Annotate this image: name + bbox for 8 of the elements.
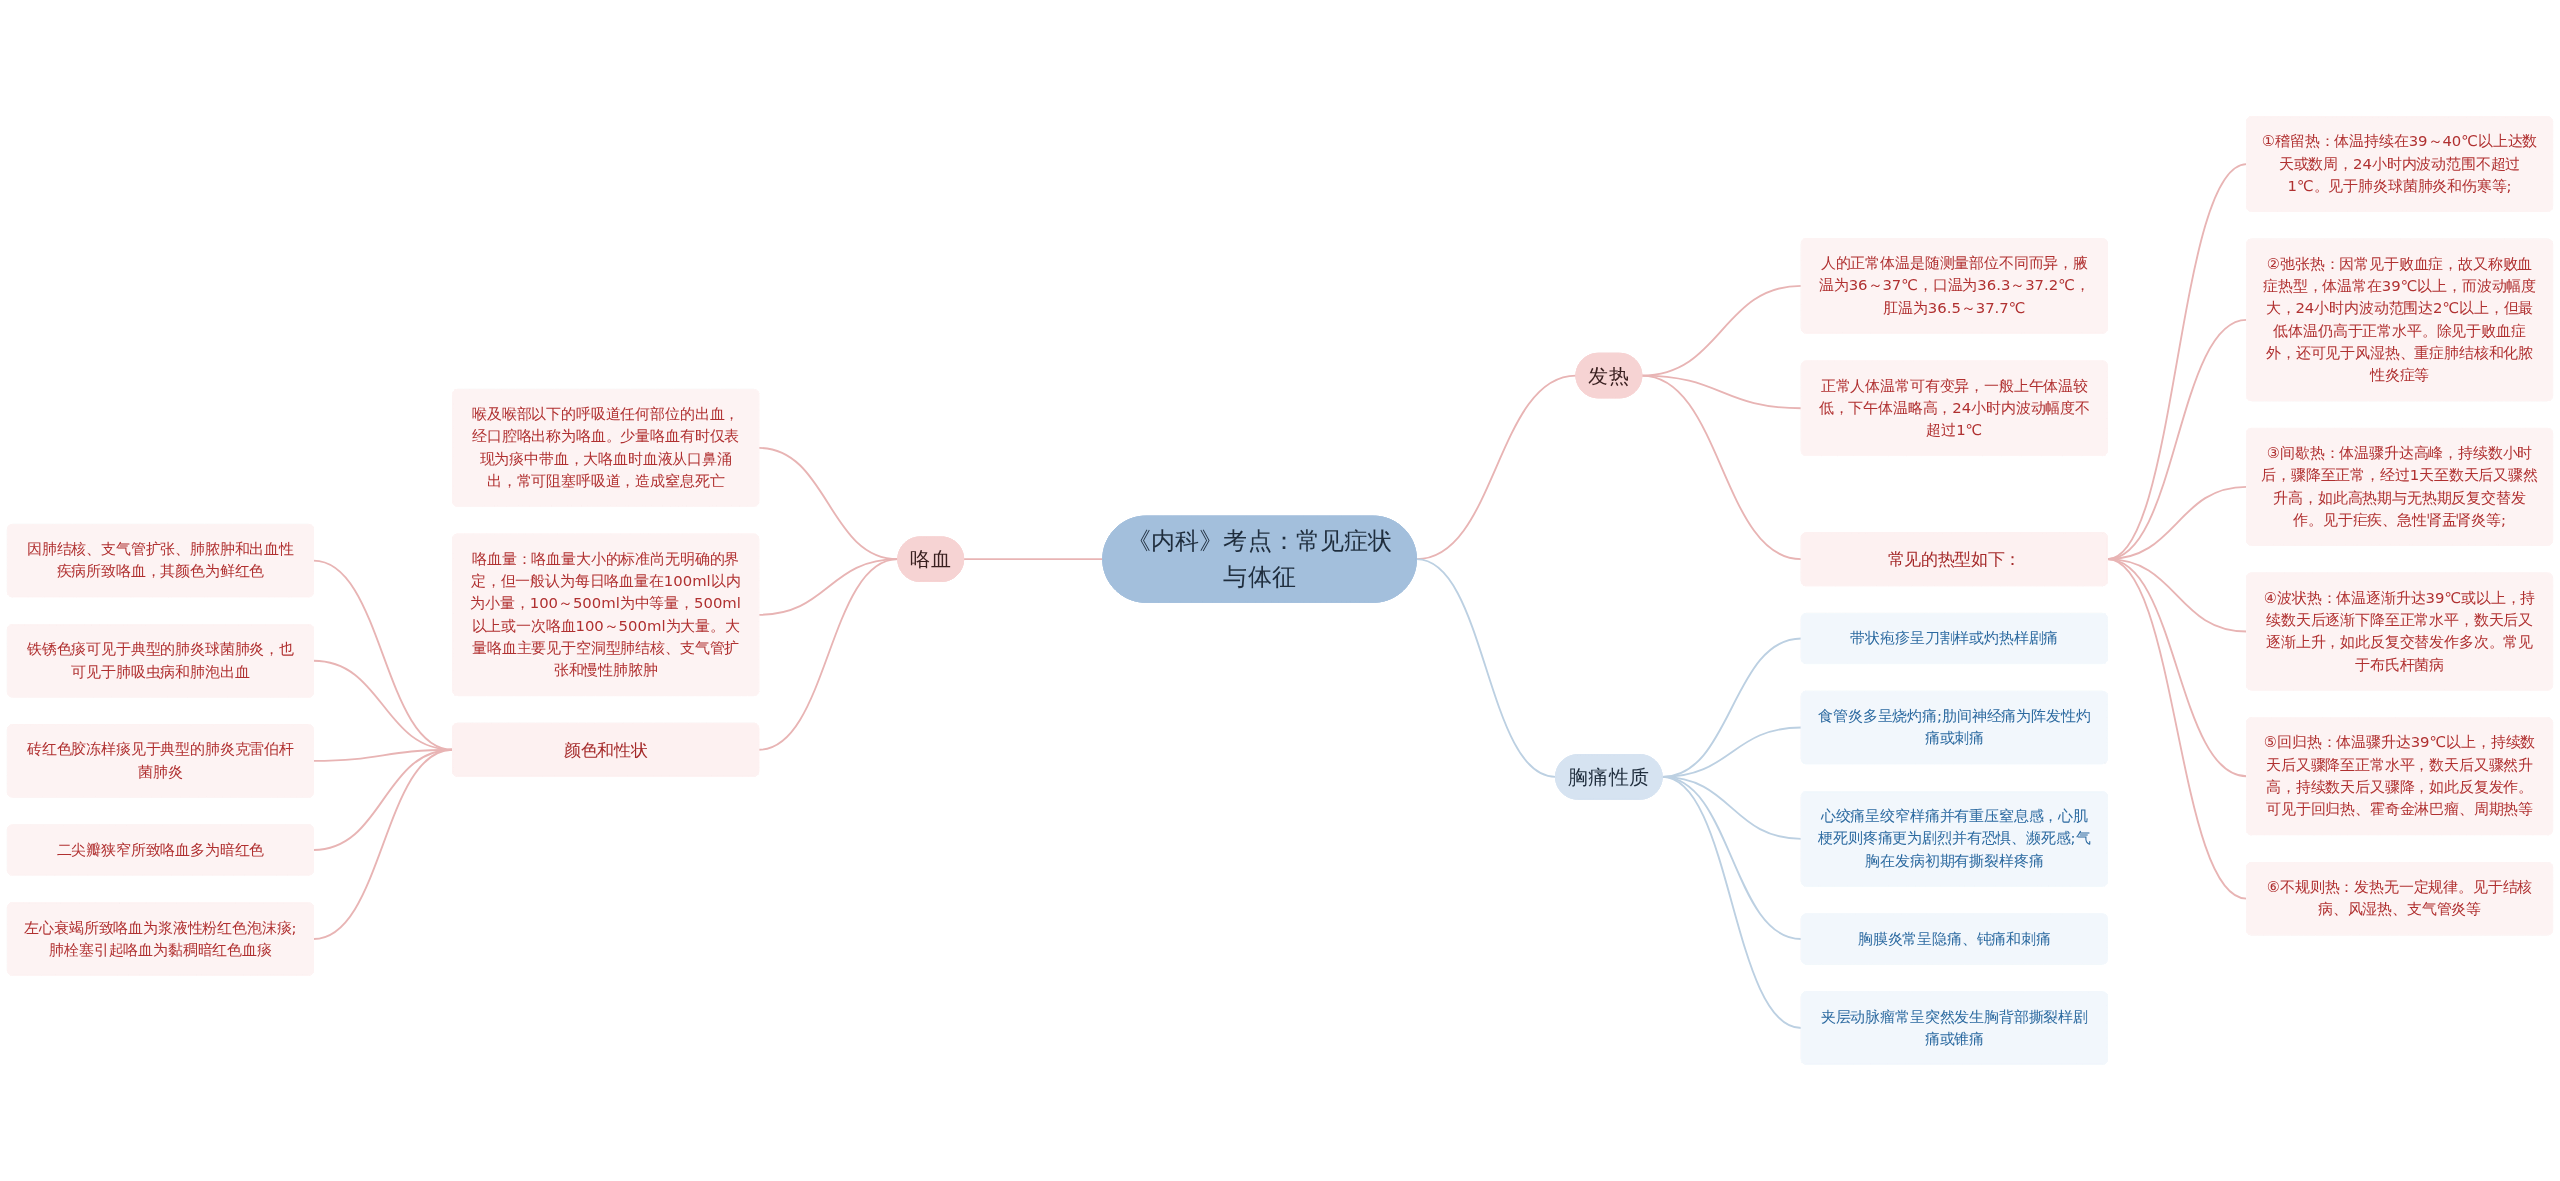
connector [2106,558,2248,900]
connector [2106,558,2248,778]
connector [312,748,454,940]
connector [962,558,1104,561]
connector [757,558,899,751]
connector [1661,776,1803,1029]
connector [1415,558,1557,778]
connector [1640,374,1803,561]
